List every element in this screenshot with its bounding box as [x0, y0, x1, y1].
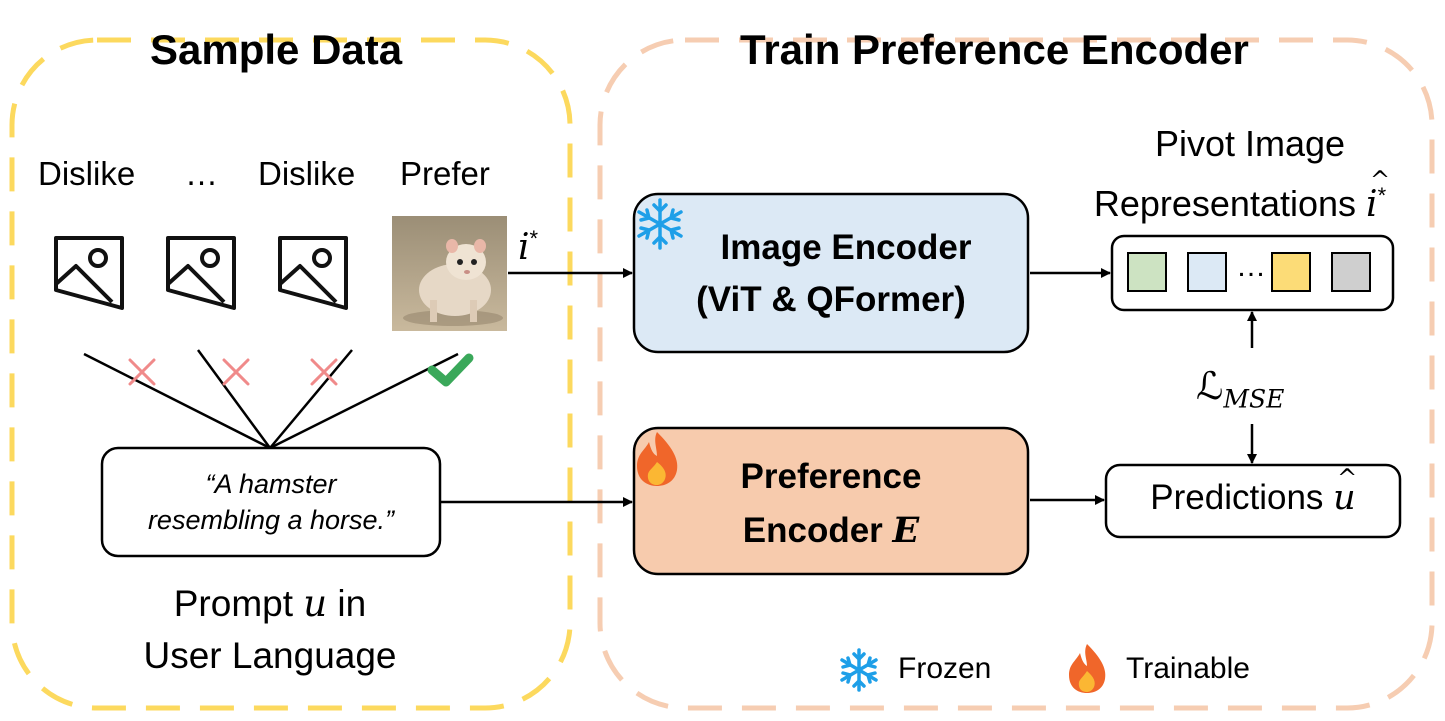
snowflake-icon [637, 198, 683, 250]
legend-frozen-label: Frozen [898, 652, 992, 685]
pivot-representation-box [1110, 234, 1395, 312]
column-label-dislike: Dislike [258, 155, 356, 192]
prompt-box [100, 446, 442, 558]
column-label-dislike: Dislike [38, 155, 136, 192]
image-placeholder-icon [54, 236, 124, 310]
train-encoder-panel [597, 37, 1435, 711]
train-encoder-title: Train Preference Encoder [740, 26, 1249, 73]
arrows [441, 268, 1257, 507]
pivot-title: Pivot Image Representations ^ i* [1093, 123, 1391, 225]
snowflake-icon [840, 648, 878, 692]
representation-ellipsis: … [1236, 250, 1266, 283]
image-placeholder-icon [166, 236, 236, 310]
representation-square [1271, 252, 1311, 292]
cross-icon [310, 358, 338, 386]
image-encoder-label: Image Encoder (ViT & QFormer) [696, 228, 972, 319]
column-label-ellipsis: … [185, 155, 218, 192]
column-label-prefer: Prefer [400, 155, 490, 192]
preference-encoder-box [632, 426, 1030, 576]
flame-icon [637, 432, 678, 486]
sample-data-panel [9, 37, 573, 711]
predictions-box [1104, 463, 1402, 539]
preferred-image-label: i* [518, 226, 539, 268]
hamster-photo [392, 216, 507, 331]
prompt-text: “A hamster resembling a horse.” [147, 469, 395, 535]
image-encoder-box [632, 192, 1030, 354]
cross-icon [222, 358, 250, 386]
selection-lines [83, 349, 459, 450]
representation-square [1331, 252, 1371, 292]
flame-icon [1069, 644, 1106, 693]
legend-trainable-label: Trainable [1126, 652, 1250, 685]
predictions-label: Predictions ^ u [1150, 464, 1358, 518]
check-icon [427, 353, 474, 387]
mse-loss-label: ℒMSE [1196, 364, 1285, 414]
prompt-caption: Prompt u in User Language [143, 582, 397, 676]
sample-data-title: Sample Data [150, 26, 403, 73]
representation-square [1187, 252, 1227, 292]
preference-encoder-label: Preference Encoder E [740, 457, 922, 551]
image-placeholder-icon [278, 236, 348, 310]
cross-icon [128, 358, 156, 386]
representation-square [1127, 252, 1167, 292]
